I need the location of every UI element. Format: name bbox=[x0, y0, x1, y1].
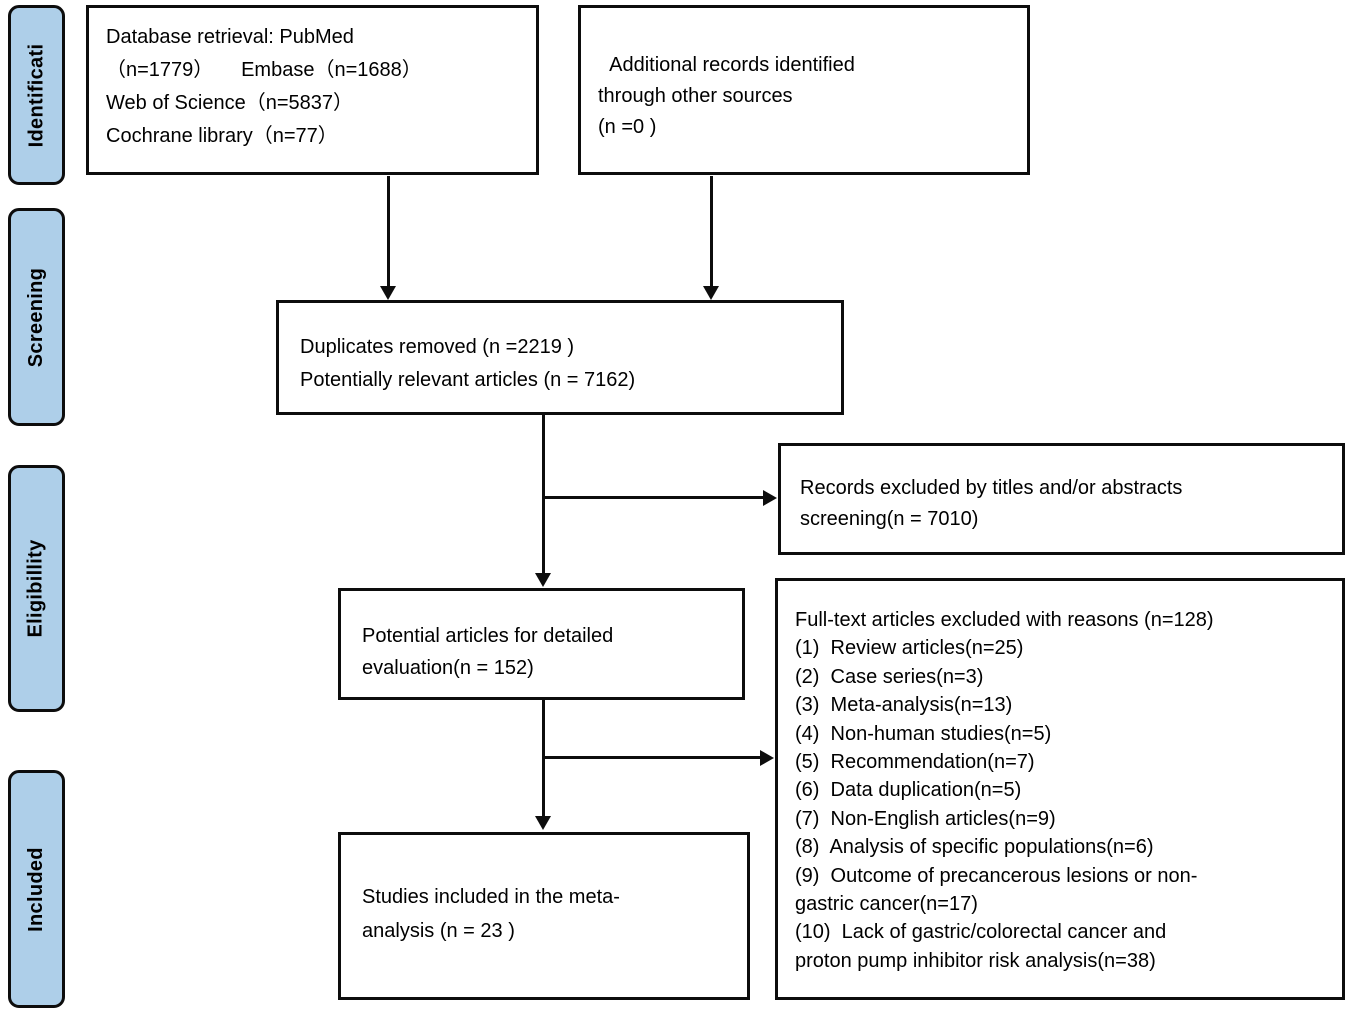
box-potential-articles-line: Potential articles for detailed bbox=[362, 625, 614, 647]
box-studies-included: Studies included in the meta- analysis (… bbox=[338, 832, 750, 1000]
arrow-duplicates-to-potential-head bbox=[535, 573, 551, 587]
arrow-branch-to-records-excluded-line bbox=[544, 496, 764, 499]
box-records-excluded-line: Records excluded by titles and/or abstra… bbox=[800, 477, 1183, 499]
box-additional-records: Additional records identified through ot… bbox=[578, 5, 1030, 175]
arrow-databases-to-duplicates-head bbox=[380, 286, 396, 300]
box-database-retrieval-line: Database retrieval: PubMed bbox=[106, 26, 354, 48]
box-fulltext-excluded-reason: (6) Data duplication(n=5) bbox=[795, 779, 1022, 802]
arrow-databases-to-duplicates-line bbox=[387, 176, 390, 288]
box-database-retrieval: Database retrieval: PubMed （n=1779） Emba… bbox=[86, 5, 539, 175]
box-potential-articles-line: evaluation(n = 152) bbox=[362, 657, 534, 679]
arrow-potential-to-included-head bbox=[535, 816, 551, 830]
box-duplicates-removed: Duplicates removed (n =2219 ) Potentiall… bbox=[276, 300, 844, 415]
box-studies-included-line: Studies included in the meta- bbox=[362, 886, 620, 908]
arrow-branch-to-fulltext-excluded-line bbox=[544, 756, 761, 759]
arrow-potential-to-included-line bbox=[542, 700, 545, 817]
stage-identification-label: Identificati bbox=[25, 43, 47, 147]
arrow-additional-to-duplicates-head bbox=[703, 286, 719, 300]
box-studies-included-line: analysis (n = 23 ) bbox=[362, 920, 515, 942]
stage-included-label: Included bbox=[25, 846, 48, 932]
box-fulltext-excluded-reason: (10) Lack of gastric/colorectal cancer a… bbox=[795, 921, 1167, 944]
box-fulltext-excluded-reason: (2) Case series(n=3) bbox=[795, 665, 984, 688]
box-database-retrieval-line: Cochrane library（n=77） bbox=[106, 125, 338, 147]
box-additional-records-line: through other sources bbox=[598, 85, 793, 107]
box-fulltext-excluded: Full-text articles excluded with reasons… bbox=[775, 578, 1345, 1000]
box-records-excluded: Records excluded by titles and/or abstra… bbox=[778, 443, 1345, 555]
box-database-retrieval-line: （n=1779） Embase（n=1688） bbox=[106, 59, 422, 81]
box-duplicates-removed-line: Potentially relevant articles (n = 7162) bbox=[300, 369, 636, 391]
arrow-duplicates-to-potential-line bbox=[542, 415, 545, 575]
arrow-branch-to-fulltext-excluded-head bbox=[760, 750, 774, 766]
box-additional-records-line: Additional records identified bbox=[598, 54, 855, 76]
box-records-excluded-line: screening(n = 7010) bbox=[800, 508, 979, 530]
box-database-retrieval-line: Web of Science（n=5837） bbox=[106, 92, 354, 114]
stage-screening: Screening bbox=[8, 208, 65, 426]
box-fulltext-excluded-reason: (1) Review articles(n=25) bbox=[795, 637, 1024, 660]
stage-identification: Identificati bbox=[8, 5, 65, 185]
stage-included: Included bbox=[8, 770, 65, 1008]
box-additional-records-line: (n =0 ) bbox=[598, 116, 657, 138]
arrow-branch-to-records-excluded-head bbox=[763, 490, 777, 506]
box-fulltext-excluded-reason: (3) Meta-analysis(n=13) bbox=[795, 694, 1013, 717]
arrow-additional-to-duplicates-line bbox=[710, 176, 713, 288]
box-fulltext-excluded-reason: (7) Non-English articles(n=9) bbox=[795, 807, 1056, 830]
stage-eligibility-label: Eligibillity bbox=[25, 539, 47, 638]
stage-screening-label: Screening bbox=[25, 267, 47, 367]
box-potential-articles: Potential articles for detailed evaluati… bbox=[338, 588, 745, 700]
stage-eligibility: Eligibillity bbox=[8, 465, 65, 712]
box-fulltext-excluded-reason: (8) Analysis of specific populations(n=6… bbox=[795, 836, 1154, 859]
box-fulltext-excluded-reason: proton pump inhibitor risk analysis(n=38… bbox=[795, 949, 1156, 972]
box-fulltext-excluded-reason: (5) Recommendation(n=7) bbox=[795, 751, 1035, 774]
box-fulltext-excluded-reason: (4) Non-human studies(n=5) bbox=[795, 722, 1052, 745]
box-fulltext-excluded-reason: (9) Outcome of precancerous lesions or n… bbox=[795, 864, 1198, 887]
box-duplicates-removed-line: Duplicates removed (n =2219 ) bbox=[300, 336, 575, 358]
box-fulltext-excluded-reason: gastric cancer(n=17) bbox=[795, 893, 978, 916]
box-fulltext-excluded-title: Full-text articles excluded with reasons… bbox=[795, 609, 1214, 631]
